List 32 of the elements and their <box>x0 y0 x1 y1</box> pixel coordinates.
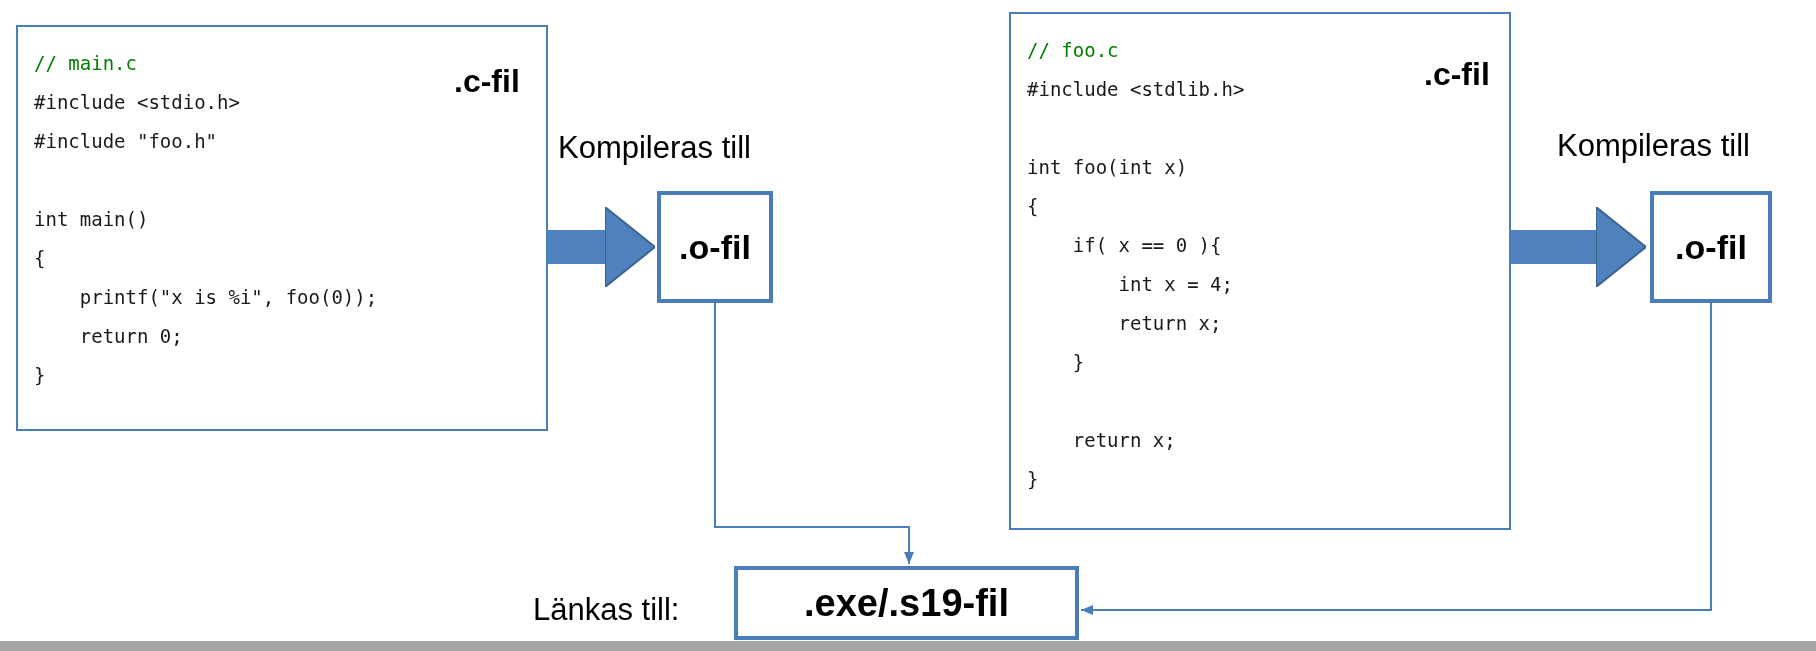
code-line: return 0; <box>78 324 183 348</box>
code-line: } <box>34 363 46 387</box>
code-line: #include <stdlib.h> <box>1027 77 1245 101</box>
code-box <box>16 25 548 431</box>
arrow <box>1080 302 1712 615</box>
code-line: return x; <box>1117 311 1222 335</box>
file-type-label: .c-fil <box>454 63 520 100</box>
file-type-label: .o-fil <box>1674 227 1748 267</box>
code-line: #include "foo.h" <box>34 129 218 153</box>
code-line: if( x == 0 ){ <box>1071 233 1222 257</box>
code-line: { <box>1027 194 1039 218</box>
block-arrow <box>548 206 656 288</box>
code-line: int foo(int x) <box>1027 155 1188 179</box>
code-comment: // foo.c <box>1027 38 1119 62</box>
code-line: } <box>1027 467 1039 491</box>
code-line: { <box>34 246 46 270</box>
arrow <box>714 302 914 565</box>
block-arrow <box>1511 206 1647 288</box>
file-type-label: .o-fil <box>678 227 752 267</box>
code-line: printf("x is %i", foo(0)); <box>78 285 378 309</box>
code-box <box>1009 12 1511 530</box>
file-type-label: .exe/.s19-fil <box>803 581 1010 625</box>
code-line: #include <stdio.h> <box>34 90 240 114</box>
file-type-label: .c-fil <box>1424 56 1490 93</box>
file-box <box>734 566 1079 640</box>
file-box <box>657 191 773 303</box>
code-line: return x; <box>1071 428 1176 452</box>
code-line: } <box>1071 350 1085 374</box>
file-box <box>1650 191 1772 303</box>
code-comment: // main.c <box>34 51 137 75</box>
code-line: int x = 4; <box>1117 272 1233 296</box>
code-line: int main() <box>34 207 149 231</box>
